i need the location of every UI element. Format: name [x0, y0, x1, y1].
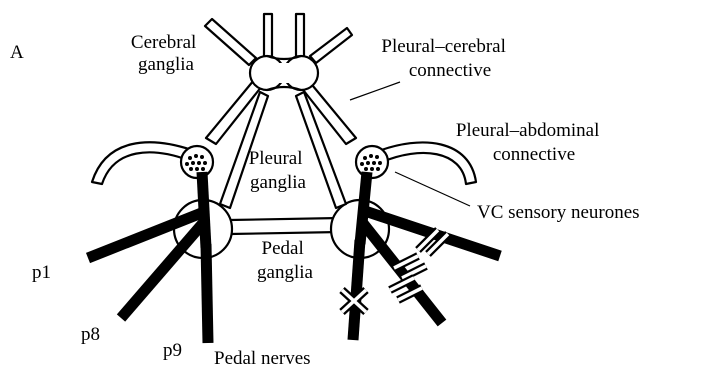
- left-pedal-nerves: [88, 172, 208, 343]
- cerebral-ganglia-label: Cerebral ganglia: [131, 32, 201, 75]
- cerebral-nerve-mid-left: [264, 14, 272, 62]
- leader-vc-sensory: [395, 172, 470, 206]
- p1-label: p1: [32, 262, 51, 283]
- right-nerve-posterior: [353, 240, 360, 340]
- pleural-ganglia-label: Pleural ganglia: [249, 148, 308, 193]
- pedal-ganglia-label: Pedal ganglia: [257, 238, 313, 283]
- pedal-commissure: [230, 218, 340, 234]
- cerebral-nerves: [205, 14, 352, 65]
- cerebral-nerve-left: [205, 19, 256, 65]
- pleural-abdominal-connective: [376, 142, 476, 184]
- pleural-abdominal-connective-label: Pleural–abdominal connective: [456, 120, 604, 165]
- panel-label: A: [10, 42, 24, 63]
- cerebral-nerve-mid-right: [296, 14, 304, 62]
- right-pedal-nerves: [353, 172, 500, 340]
- p9-label: p9: [163, 340, 182, 361]
- cerebral-ganglia: [250, 56, 318, 90]
- leader-pleural-cerebral: [350, 82, 400, 100]
- pedal-nerves-label: Pedal nerves: [214, 348, 311, 369]
- cerebral-nerve-right: [310, 28, 352, 63]
- nerve-p9: [206, 244, 208, 343]
- vc-sensory-neurones-label: VC sensory neurones: [477, 202, 640, 223]
- left-lateral-arc: [92, 142, 192, 184]
- pleural-cerebral-connective-label: Pleural–cerebral connective: [381, 36, 510, 81]
- p8-label: p8: [81, 324, 100, 345]
